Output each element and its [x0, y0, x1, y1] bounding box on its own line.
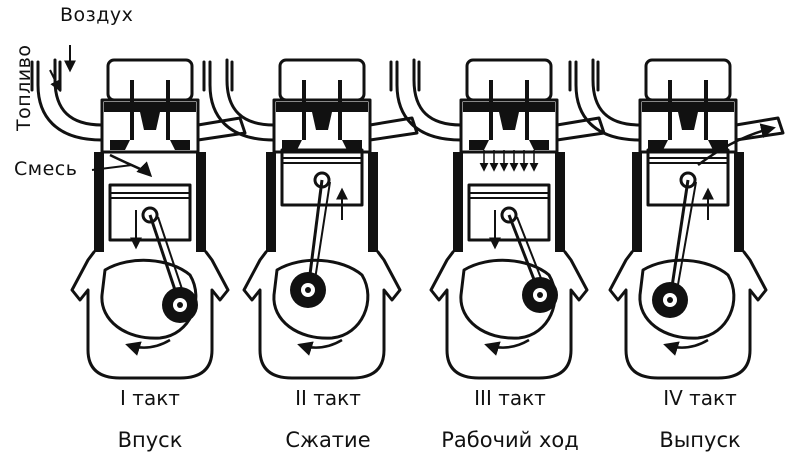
engine-intake	[30, 45, 247, 380]
engine-power	[389, 58, 606, 380]
fuel-leader-line	[49, 69, 62, 93]
stroke-3-number: III такт	[474, 386, 546, 410]
stroke-1-number: I такт	[120, 386, 180, 410]
stroke-3-name: Рабочий ход	[441, 428, 579, 452]
engine-compression	[202, 58, 419, 380]
stroke-1-name: Впуск	[117, 428, 183, 452]
label-air: Воздух	[60, 4, 134, 26]
label-mixture: Смесь	[14, 158, 78, 180]
engine-exhaust	[568, 58, 785, 380]
stroke-4-number: IV такт	[663, 386, 737, 410]
label-fuel: Топливо	[13, 44, 35, 131]
stroke-4-name: Выпуск	[659, 428, 741, 452]
stroke-2-name: Сжатие	[285, 428, 371, 452]
mixture-leader-line	[91, 164, 133, 171]
stroke-2-number: II такт	[295, 386, 361, 410]
